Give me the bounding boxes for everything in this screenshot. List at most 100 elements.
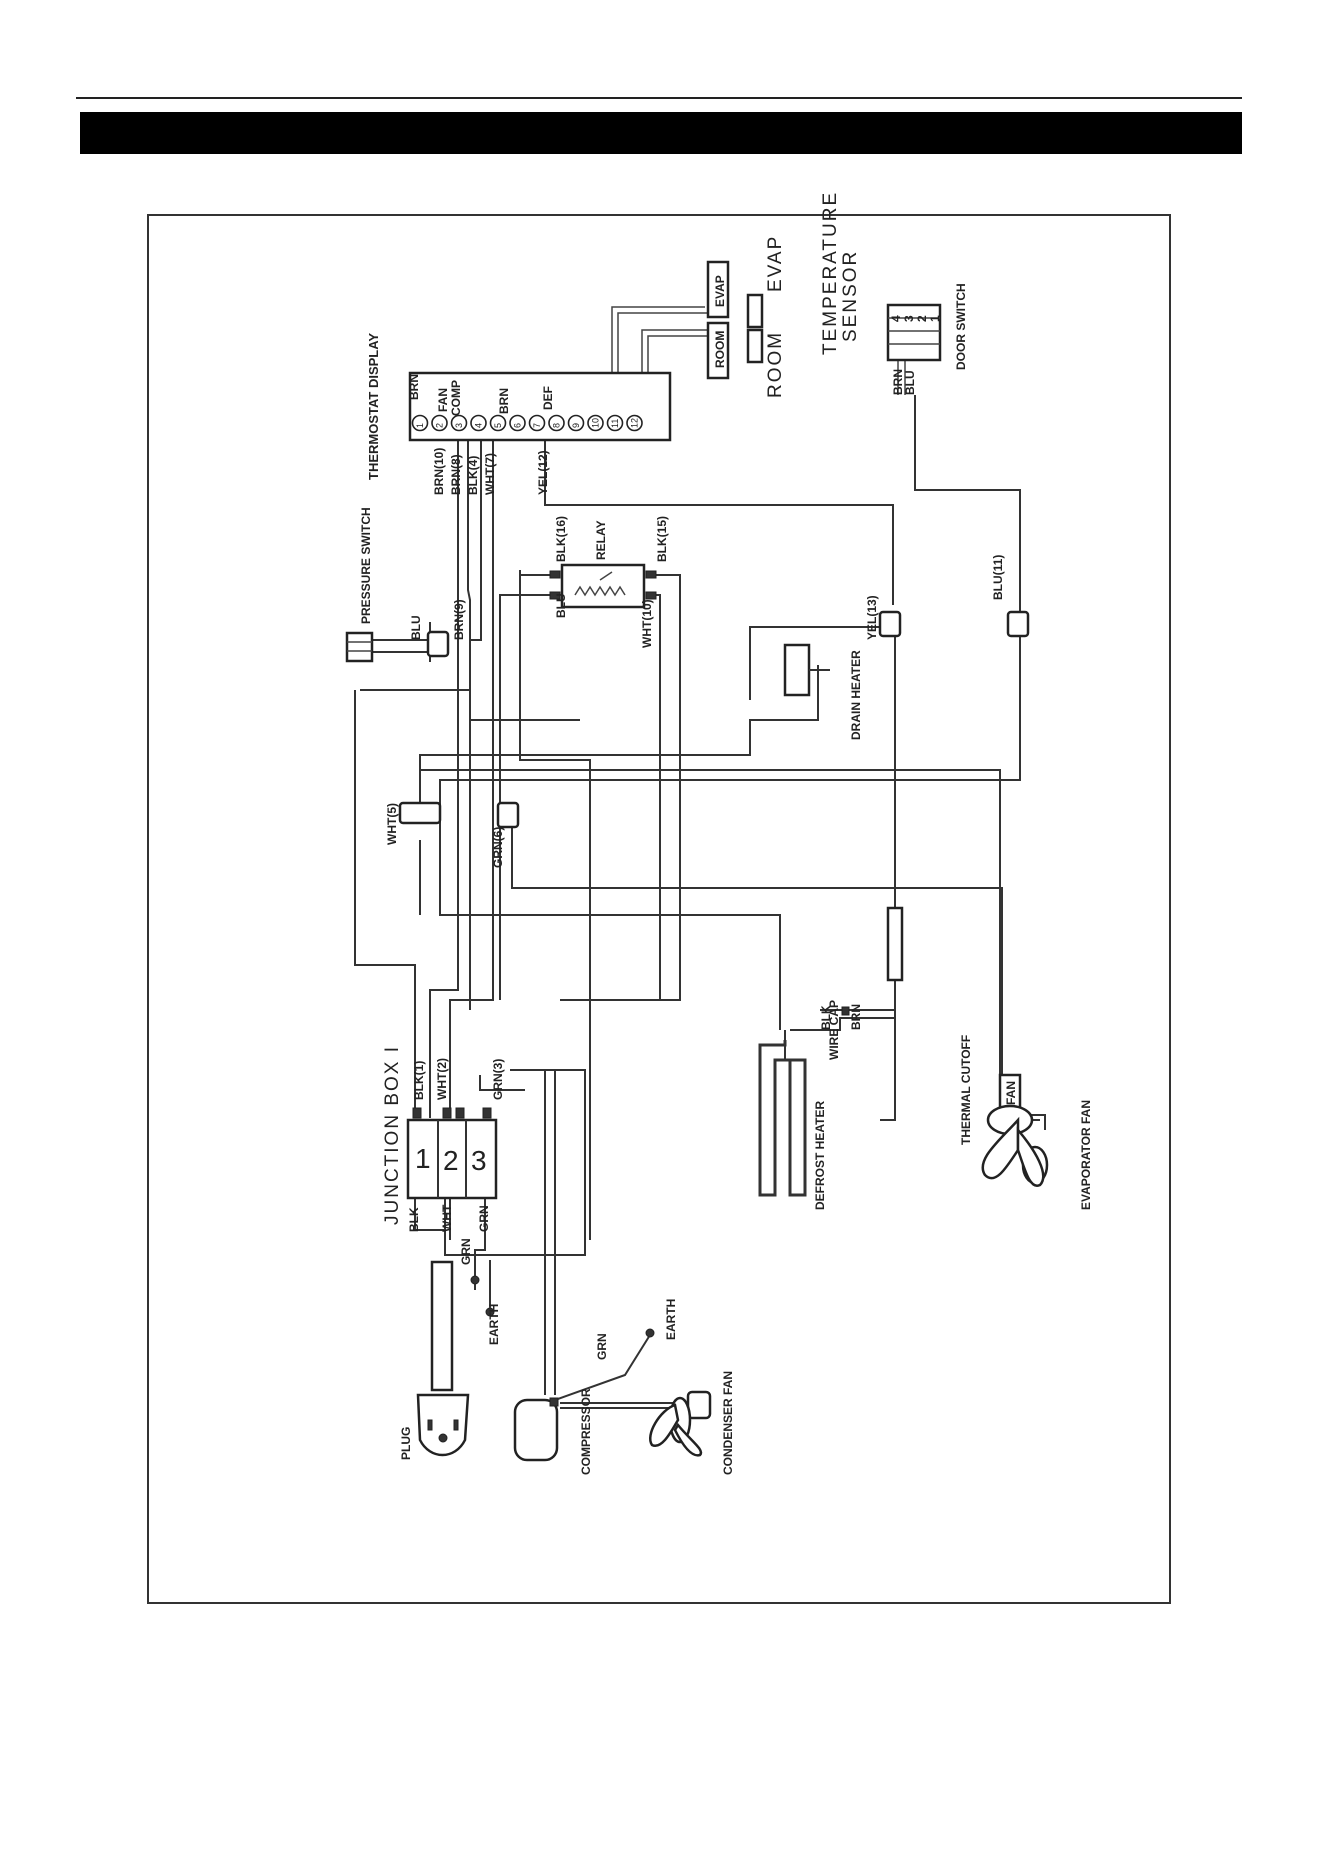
connector-grn6 — [496, 801, 520, 829]
connector-yel13-label: YEL(13) — [865, 595, 879, 640]
sensor-box-room: ROOM — [713, 331, 727, 368]
temperature-sensor-title-line2: SENSOR — [840, 250, 861, 342]
thermostat-wire-brn8: BRN(8) — [449, 454, 463, 495]
plug-wire-grn: GRN — [459, 1238, 473, 1265]
junction-wire-blk1: BLK(1) — [412, 1061, 426, 1100]
thermostat-terminal — [587, 414, 604, 432]
thermostat-terminal — [411, 414, 429, 432]
sensor-label-evap: EVAP — [765, 235, 786, 292]
relay-label: RELAY — [594, 520, 608, 560]
temperature-sensors: EVAP ROOM EVAP ROOM TEMPERATURE SENSOR — [706, 191, 861, 398]
thermostat-terminal — [509, 414, 526, 432]
junction-wire-blk: BLK — [407, 1207, 421, 1232]
connector-grn6-label: GRN(6) — [491, 827, 505, 868]
relay-wire-blk15: BLK(15) — [655, 516, 669, 562]
relay-wire-blu: BLU — [554, 593, 568, 618]
relay: RELAY BLK(16) BLK(15) BLU WHT(10) — [549, 516, 669, 648]
thermostat-terminal-number: 5 — [493, 423, 503, 428]
thermostat-title: THERMOSTAT DISPLAY — [366, 333, 381, 480]
junction-wire-grn3: GRN(3) — [491, 1059, 505, 1100]
fan-box-label: FAN — [1004, 1081, 1018, 1105]
thermostat-terminal — [450, 414, 468, 432]
connector-wht5 — [398, 801, 442, 825]
junction-number-1: 1 — [415, 1143, 431, 1174]
door-switch-wire-brn: BRN — [891, 369, 905, 395]
section-title-bar — [80, 112, 1242, 154]
thermostat-terminal-number: 11 — [610, 419, 620, 428]
temperature-sensor-title-line1: TEMPERATURE — [820, 191, 841, 355]
thermostat-wire-blk4: BLK(4) — [466, 456, 480, 495]
connectors: YEL(13) BLU(11) WHT(5) GRN(6) — [385, 555, 1030, 868]
relay-wire-wht10: WHT(10) — [640, 599, 654, 648]
evap-probe — [746, 293, 764, 329]
wire-cap-wire-brn: BRN — [849, 1004, 863, 1030]
pressure-switch-wire-brn9: BRN(9) — [452, 599, 466, 640]
condenser-fan-label: CONDENSER FAN — [721, 1371, 735, 1475]
defrost-heater: DEFROST HEATER — [758, 1040, 827, 1210]
thermostat-terminal-number: 8 — [552, 423, 562, 428]
pressure-switch: PRESSURE SWITCH BLU BRN(9) — [345, 507, 466, 663]
thermostat-label-comp: COMP — [449, 380, 463, 416]
door-switch: 4 3 2 1 DOOR SWITCH BRN BLU — [886, 283, 968, 395]
thermostat-terminal-number: 7 — [532, 423, 542, 428]
thermostat-terminal-number: 10 — [591, 418, 601, 428]
door-switch-label: DOOR SWITCH — [954, 283, 968, 370]
thermostat-terminal — [489, 414, 507, 432]
defrost-heater-label: DEFROST HEATER — [813, 1101, 827, 1210]
door-switch-pin-2: 2 — [915, 315, 929, 322]
thermal-cutoff-label: THERMAL CUTOFF — [959, 1035, 973, 1145]
junction-number-2: 2 — [443, 1145, 459, 1176]
thermostat-wire-yel12: YEL(12) — [536, 450, 550, 495]
wire-cap-wire-blk: BLK — [819, 1005, 833, 1030]
thermostat-label-def: DEF — [541, 386, 555, 410]
thermostat-label-brn: BRN — [497, 388, 511, 414]
thermostat-label-brn-top: BRN — [407, 374, 421, 400]
condenser-fan: CONDENSER FAN — [649, 1371, 735, 1475]
room-probe — [746, 328, 764, 364]
thermostat-terminal-number: 6 — [513, 423, 523, 428]
wire-cap-label: WIRE CAP — [827, 1000, 841, 1060]
connector-blu11 — [1006, 610, 1030, 638]
evaporator-fan: FAN THERMAL CUTOFF EVAPORATOR FAN — [959, 1035, 1093, 1210]
junction-wire-grn: GRN — [477, 1205, 491, 1232]
compressor-earth-label: EARTH — [664, 1299, 678, 1340]
drain-heater: DRAIN HEATER — [783, 643, 863, 740]
junction-box-label: JUNCTION BOX I — [382, 1045, 403, 1225]
compressor-wire-grn: GRN — [595, 1333, 609, 1360]
relay-wire-blk16: BLK(16) — [554, 516, 568, 562]
plug-label: PLUG — [399, 1427, 413, 1460]
header-rule — [76, 97, 1242, 99]
junction-box: 1 2 3 JUNCTION BOX I BLK(1) WHT(2) GRN(3… — [382, 1045, 505, 1232]
thermostat-terminal-number: 9 — [571, 423, 581, 428]
pressure-switch-label: PRESSURE SWITCH — [359, 507, 373, 624]
thermostat-wire-brn10: BRN(10) — [432, 448, 446, 495]
thermostat-terminal-number: 12 — [630, 418, 640, 428]
thermostat-terminal-number: 2 — [435, 423, 445, 428]
wire-cap: WIRE CAP BLK BRN — [819, 906, 904, 1060]
drain-heater-label: DRAIN HEATER — [849, 650, 863, 740]
compressor: COMPRESSOR GRN EARTH — [513, 1299, 678, 1475]
junction-wire-wht: WHT — [440, 1204, 454, 1232]
thermostat-wire-wht7: WHT(7) — [483, 453, 497, 495]
door-switch-pin-1: 1 — [928, 315, 942, 322]
junction-number-3: 3 — [471, 1145, 487, 1176]
connector-wht5-label: WHT(5) — [385, 803, 399, 845]
thermostat-terminal — [606, 414, 624, 432]
door-switch-pin-4: 4 — [889, 315, 903, 322]
wire-cap-body — [886, 906, 904, 982]
connector-blu11-label: BLU(11) — [991, 555, 1005, 600]
compressor-label: COMPRESSOR — [579, 1388, 593, 1475]
thermostat-terminal — [470, 414, 487, 432]
thermostat-terminal — [431, 414, 448, 432]
plug: GRN EARTH PLUG — [399, 1238, 501, 1460]
thermostat-terminal-number: 3 — [454, 423, 464, 428]
sensor-label-room: ROOM — [765, 331, 786, 398]
thermostat-label-fan: FAN — [436, 388, 450, 412]
thermostat-terminal — [626, 414, 643, 432]
pressure-switch-wire-blu: BLU — [409, 615, 423, 640]
thermostat-terminal — [567, 414, 585, 432]
connector-yel13 — [878, 610, 902, 638]
junction-wire-wht2: WHT(2) — [435, 1058, 449, 1100]
